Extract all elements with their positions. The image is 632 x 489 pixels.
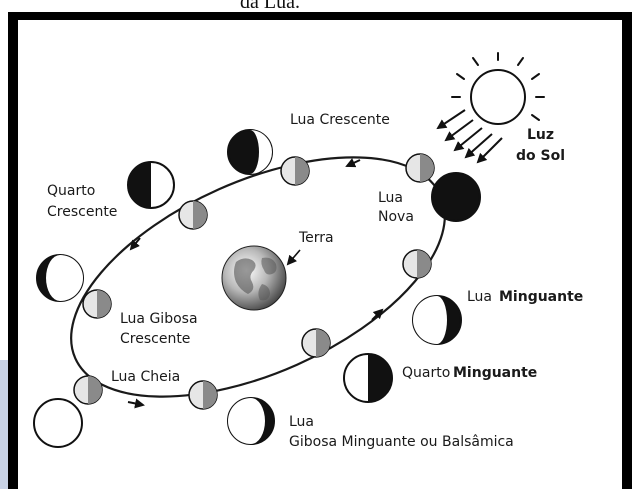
sunlight-arrows xyxy=(436,109,503,164)
orbit-arrow-right xyxy=(371,308,384,321)
orbit-moon-8 xyxy=(402,249,432,279)
earth-icon xyxy=(221,245,287,311)
label-quarto-minguante-1: Quarto xyxy=(402,365,450,381)
moon-lua-minguante xyxy=(412,295,462,345)
label-quarto-crescente-2: Crescente xyxy=(47,204,117,220)
label-lua-cheia: Lua Cheia xyxy=(111,369,180,385)
label-gibosa-minguante-1: Lua xyxy=(289,414,314,430)
orbit-moon-7 xyxy=(301,328,331,358)
label-terra: Terra xyxy=(298,230,334,246)
label-quarto-minguante-2: Minguante xyxy=(453,365,537,381)
label-luz-line1: Luz xyxy=(527,127,554,143)
label-gibosa-crescente-2: Crescente xyxy=(120,331,190,347)
moon-lua-cheia xyxy=(33,398,83,448)
moon-quarto-minguante xyxy=(343,353,393,403)
moon-lua-nova xyxy=(431,172,481,222)
label-gibosa-minguante-2: Gibosa Minguante ou Balsâmica xyxy=(289,434,514,450)
left-edge-tint xyxy=(0,360,8,489)
orbit-moon-5 xyxy=(73,375,103,405)
orbit-arrows xyxy=(127,158,384,409)
label-lua-crescente: Lua Crescente xyxy=(290,112,390,128)
moon-quarto-crescente xyxy=(127,161,175,209)
phase-moons xyxy=(33,129,481,448)
terra-pointer xyxy=(286,249,301,266)
label-luz-line2: do Sol xyxy=(516,148,565,164)
orbit-moon-1 xyxy=(405,153,435,183)
label-lua-minguante-2: Minguante xyxy=(499,289,583,305)
diagram-panel xyxy=(18,20,622,489)
label-lua-minguante-1: Lua xyxy=(467,289,492,305)
orbit-arrow-left xyxy=(129,237,141,251)
orbit-moons xyxy=(73,153,435,410)
label-gibosa-crescente-1: Lua Gibosa xyxy=(120,311,198,327)
orbit-moon-3 xyxy=(178,200,208,230)
orbit-arrow-top xyxy=(345,158,361,168)
label-lua-nova-2: Nova xyxy=(378,209,414,225)
moon-gibosa-crescente xyxy=(36,254,84,302)
orbit-moon-6 xyxy=(188,380,218,410)
orbit-moon-2 xyxy=(280,156,310,186)
sun-icon xyxy=(451,52,545,125)
label-quarto-crescente-1: Quarto xyxy=(47,183,95,199)
moon-gibosa-minguante xyxy=(227,397,275,445)
orbit-arrow-bottom xyxy=(127,398,145,409)
orbit-moon-4 xyxy=(82,289,112,319)
caption: da Lua. xyxy=(240,0,300,13)
label-lua-nova-1: Lua xyxy=(378,190,403,206)
moon-lua-crescente xyxy=(227,129,273,175)
